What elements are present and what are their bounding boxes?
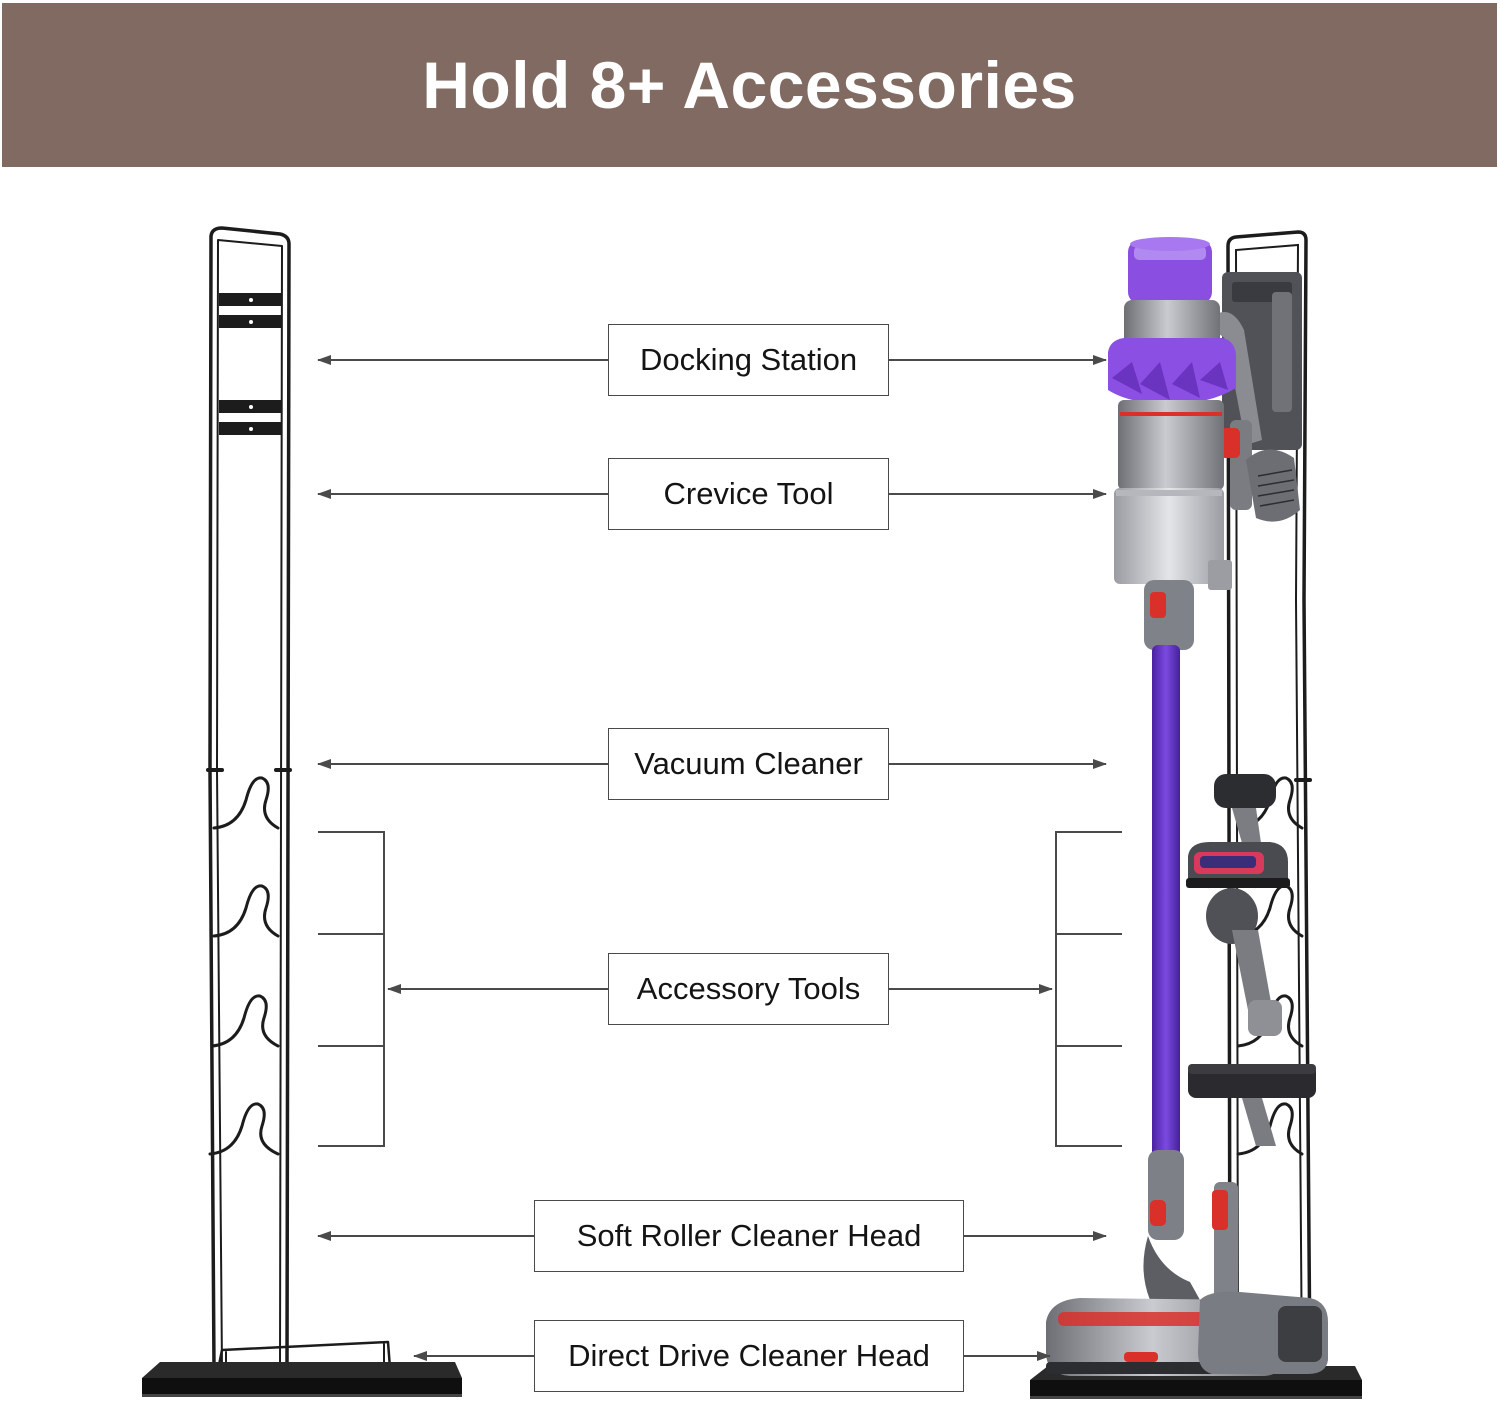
leader-lines xyxy=(317,355,1107,1361)
header-banner: Hold 8+ Accessories xyxy=(2,3,1497,167)
label-accessory-tools: Accessory Tools xyxy=(608,953,889,1025)
label-vacuum-cleaner: Vacuum Cleaner xyxy=(608,728,889,800)
label-crevice-tool: Crevice Tool xyxy=(608,458,889,530)
left-base-plate xyxy=(142,1362,462,1397)
label-docking-station: Docking Station xyxy=(608,324,889,396)
label-direct-drive-head-text: Direct Drive Cleaner Head xyxy=(568,1338,930,1373)
label-vacuum-cleaner-text: Vacuum Cleaner xyxy=(634,746,863,781)
label-soft-roller-head-text: Soft Roller Cleaner Head xyxy=(576,1218,922,1253)
label-docking-station-text: Docking Station xyxy=(639,342,858,377)
accessory-tools-group xyxy=(1186,774,1316,1146)
label-accessory-tools-text: Accessory Tools xyxy=(636,971,861,1006)
left-empty-stand xyxy=(206,226,392,1372)
label-direct-drive-head: Direct Drive Cleaner Head xyxy=(534,1320,964,1392)
label-crevice-tool-text: Crevice Tool xyxy=(663,476,834,511)
vacuum-cleaner xyxy=(1046,237,1328,1376)
label-soft-roller-head: Soft Roller Cleaner Head xyxy=(534,1200,964,1272)
accessory-brackets xyxy=(318,831,1122,1147)
banner-title: Hold 8+ Accessories xyxy=(422,48,1077,122)
